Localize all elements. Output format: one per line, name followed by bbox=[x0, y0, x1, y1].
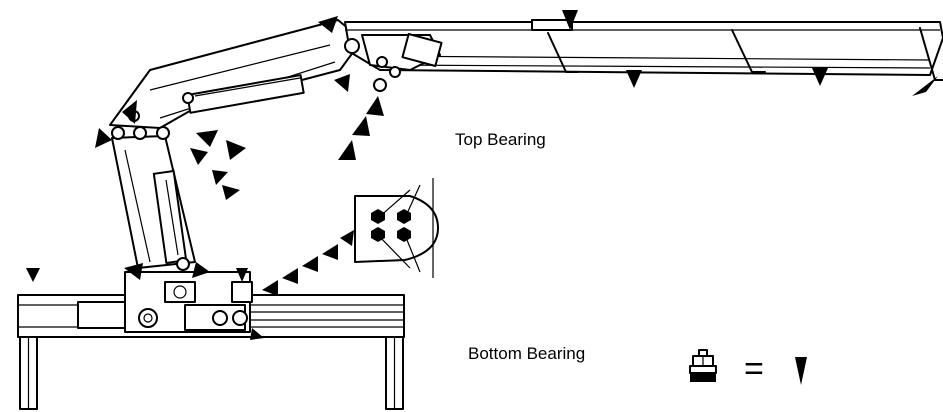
lubrication-point-marker-icon bbox=[338, 140, 356, 160]
lubrication-point-marker-icon bbox=[334, 74, 350, 92]
crane-column bbox=[111, 135, 196, 271]
equals-sign: = bbox=[744, 350, 764, 388]
lubrication-point-marker-icon bbox=[352, 116, 370, 136]
lubrication-point-marker-icon bbox=[318, 16, 338, 33]
lubrication-point-marker-icon bbox=[222, 185, 240, 200]
lubrication-point-marker-icon bbox=[302, 256, 318, 272]
lubrication-point-marker-icon bbox=[122, 100, 137, 124]
grease-nipple-icon bbox=[689, 349, 717, 382]
lubrication-point-marker-icon bbox=[912, 76, 938, 96]
lubrication-point-marker-icon bbox=[262, 280, 278, 296]
stabilizer-legs bbox=[19, 336, 404, 410]
lubrication-point-marker-icon bbox=[124, 263, 143, 280]
lubrication-point-marker-icon bbox=[95, 128, 112, 148]
bearing-detail-callout bbox=[354, 178, 439, 278]
lubrication-point-marker-icon bbox=[236, 268, 248, 282]
top-bearing-label: Top Bearing bbox=[455, 130, 546, 149]
lubrication-point-marker-icon bbox=[196, 130, 218, 147]
crane-base bbox=[17, 271, 405, 338]
inner-boom bbox=[109, 19, 363, 129]
lubrication-markers bbox=[26, 10, 938, 340]
lubrication-point-marker-icon bbox=[282, 268, 298, 284]
lubrication-point-marker-icon bbox=[340, 230, 354, 246]
joint-pins bbox=[111, 126, 170, 140]
lubrication-point-marker-icon bbox=[226, 140, 246, 160]
lubrication-point-marker-icon bbox=[812, 68, 828, 86]
lubrication-point-marker-icon bbox=[26, 268, 40, 282]
outer-boom bbox=[344, 19, 943, 92]
lubrication-point-marker-icon bbox=[250, 328, 264, 340]
lubrication-point-marker-icon bbox=[322, 244, 338, 260]
lubrication-point-marker-icon bbox=[626, 70, 642, 88]
lubrication-point-marker-icon bbox=[212, 170, 228, 185]
lubrication-point-marker-icon bbox=[192, 262, 210, 278]
lubrication-point-marker-icon bbox=[795, 357, 807, 385]
lubrication-point-marker-icon bbox=[366, 96, 384, 116]
bottom-bearing-label: Bottom Bearing bbox=[468, 344, 585, 363]
lubrication-point-marker-icon bbox=[562, 10, 578, 30]
lubrication-point-marker-icon bbox=[190, 148, 208, 165]
